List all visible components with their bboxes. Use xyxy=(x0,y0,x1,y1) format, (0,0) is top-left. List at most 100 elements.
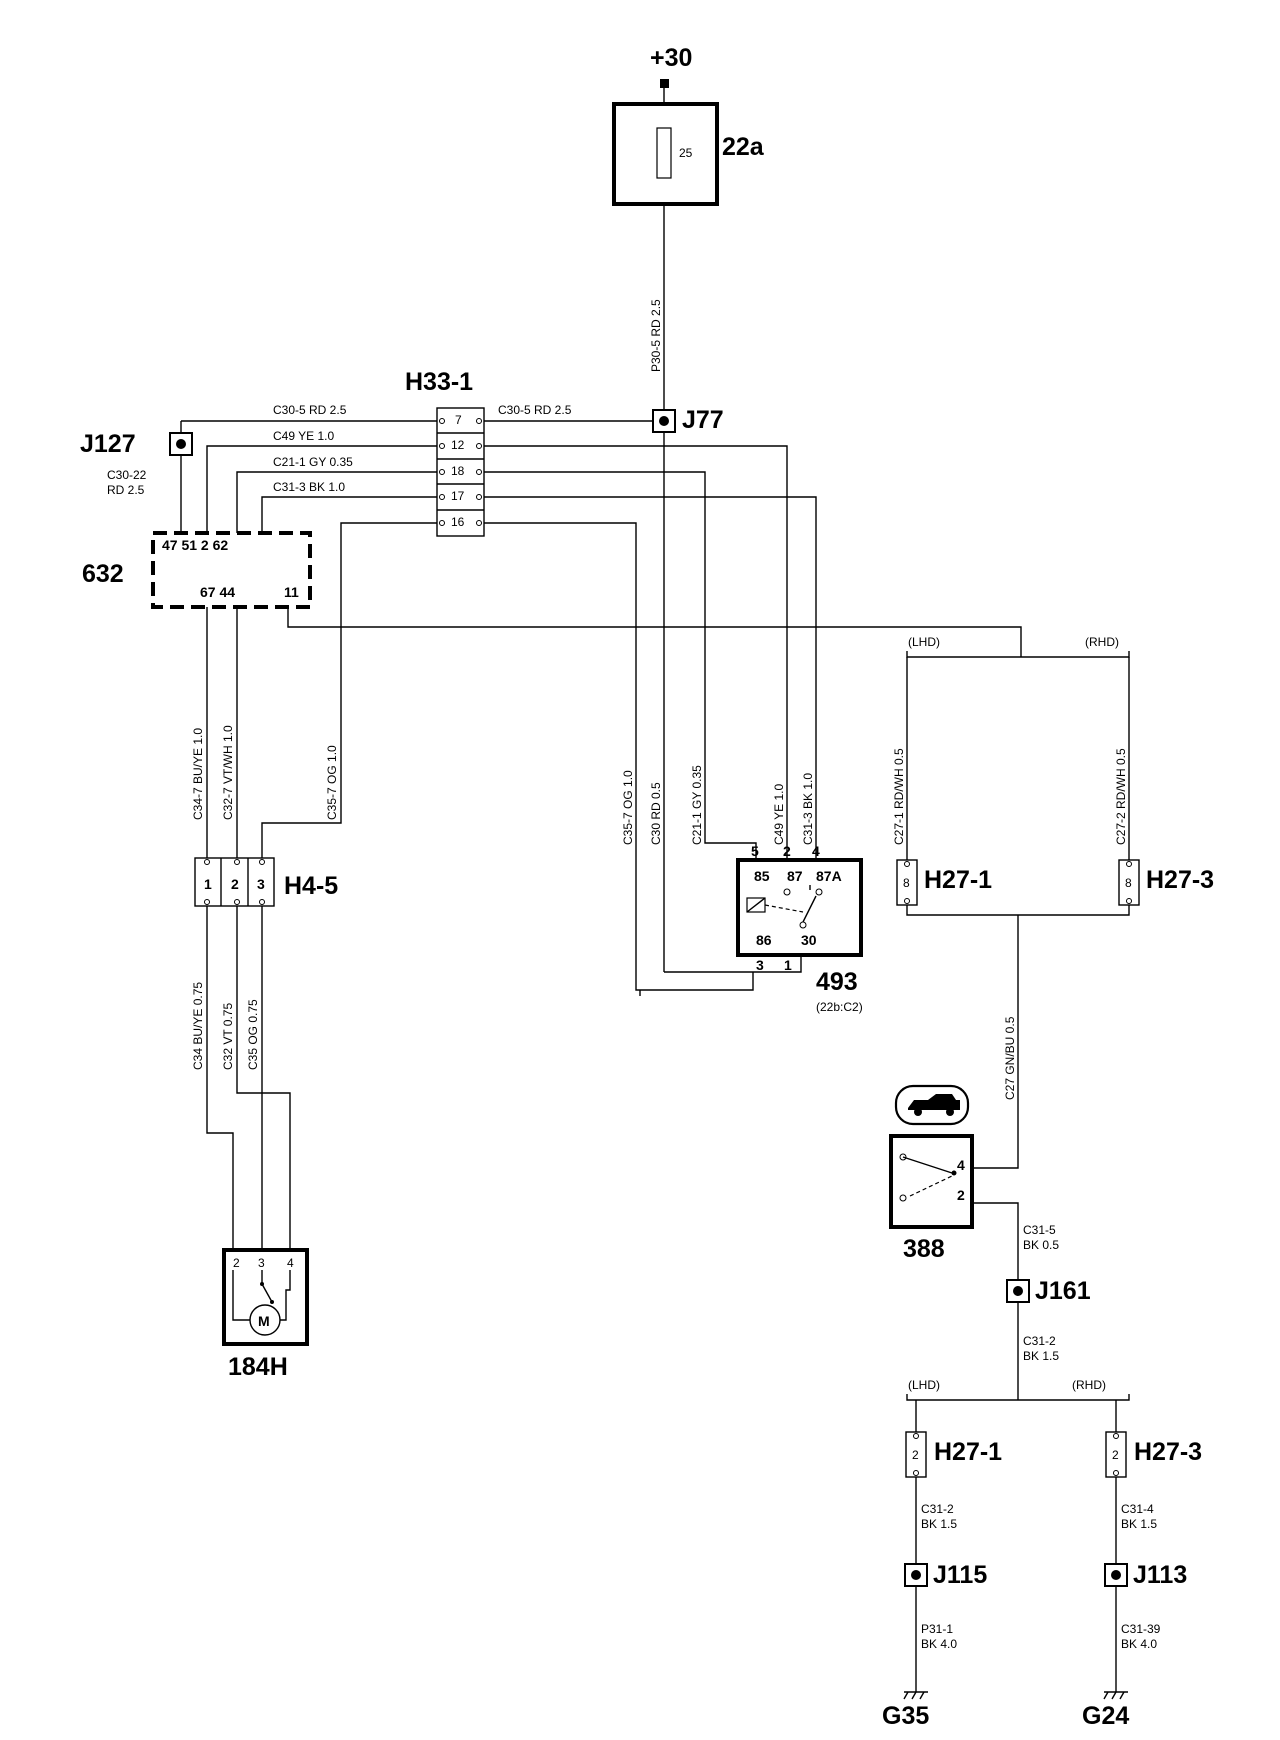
connector-h27-1-top: 8 H27-1 xyxy=(896,859,992,906)
fuse-icon xyxy=(656,127,672,179)
wire-c30-22-label: C30-22 xyxy=(107,468,147,482)
h33-pin: 18 xyxy=(451,464,465,478)
relay-int-pin: 87A xyxy=(816,868,842,884)
supply-label: +30 xyxy=(650,44,692,72)
ground-icon: G24 xyxy=(1082,1691,1129,1730)
module-632-label: 632 xyxy=(82,560,124,588)
m632-bottom-pins: 67 44 xyxy=(200,584,235,600)
h27-3-bottom-label: H27-3 xyxy=(1134,1438,1202,1466)
wire-c35-label: C35 OG 0.75 xyxy=(246,999,260,1070)
h33-pin: 17 xyxy=(451,489,465,503)
wire-c31-2-label: C31-2 xyxy=(1023,1334,1056,1348)
h4-5-pin: 2 xyxy=(231,876,239,892)
wire-c30-5-left-label: C30-5 RD 2.5 xyxy=(273,403,347,417)
h27-pin: 2 xyxy=(912,1448,919,1462)
relay-bot-ext: 3 xyxy=(756,957,764,973)
junction-j77: J77 xyxy=(652,406,724,434)
rhd-label-top: (RHD) xyxy=(1085,635,1119,649)
wire-c31-4-label: C31-4 xyxy=(1121,1502,1154,1516)
ground-icon: G35 xyxy=(882,1691,929,1730)
switch-pin: 2 xyxy=(957,1187,965,1203)
motor-pin: 3 xyxy=(258,1256,265,1270)
j161-label: J161 xyxy=(1035,1277,1091,1305)
wire-p30-5-label: P30-5 RD 2.5 xyxy=(649,299,663,372)
wire-c31-39-size: BK 4.0 xyxy=(1121,1637,1157,1651)
relay-493-label: 493 xyxy=(816,968,858,996)
car-symbol-icon xyxy=(894,1084,970,1126)
wire-c27-1-label: C27-1 RD/WH 0.5 xyxy=(892,748,906,845)
relay-bot-pin: 30 xyxy=(801,932,817,948)
junction-j161: J161 xyxy=(1006,1277,1091,1305)
wire-p31-1-size: BK 4.0 xyxy=(921,1637,957,1651)
h27-1-top-label: H27-1 xyxy=(924,866,992,894)
motor-pin: 2 xyxy=(233,1256,240,1270)
h33-pin: 16 xyxy=(451,515,465,529)
connector-h33-1: H33-1 7 12 18 17 16 xyxy=(405,368,485,537)
m632-pin-11: 11 xyxy=(284,584,299,600)
j77-label: J77 xyxy=(682,406,724,434)
relay-ref: (22b:C2) xyxy=(816,1000,863,1014)
wire-c27-label: C27 GN/BU 0.5 xyxy=(1003,1016,1017,1100)
wire-c31-4-size: BK 1.5 xyxy=(1121,1517,1157,1531)
junction-j127: J127 xyxy=(80,430,193,458)
wire-c31-3-label: C31-3 BK 1.0 xyxy=(273,480,345,494)
relay-ext-pin: 4 xyxy=(812,843,820,859)
motor-pin: 4 xyxy=(287,1256,294,1270)
wire-c31-2b-label: C31-2 xyxy=(921,1502,954,1516)
wire-c32-7-label: C32-7 VT/WH 1.0 xyxy=(221,725,235,820)
supply-plus30: +30 xyxy=(650,44,692,88)
connector-h27-1-bottom: 2 H27-1 xyxy=(905,1431,1002,1478)
h27-pin: 8 xyxy=(1125,876,1132,890)
wire-r-c31-3-label: C31-3 BK 1.0 xyxy=(801,773,815,845)
wire-c30-5-right-label: C30-5 RD 2.5 xyxy=(498,403,572,417)
junction-j113: J113 xyxy=(1104,1561,1187,1589)
wire-c27-2-label: C27-2 RD/WH 0.5 xyxy=(1114,748,1128,845)
j113-label: J113 xyxy=(1133,1561,1187,1589)
h33-pin: 7 xyxy=(455,413,462,427)
motor-symbol: M xyxy=(258,1313,270,1329)
fuse-box-22a: 25 22a xyxy=(612,88,765,206)
relay-int-pin: 85 xyxy=(754,868,770,884)
lhd-label-top: (LHD) xyxy=(908,635,940,649)
wire-p31-1-label: P31-1 xyxy=(921,1622,953,1636)
h33-1-label: H33-1 xyxy=(405,368,473,396)
m632-top-pins: 47 51 2 62 xyxy=(162,537,228,553)
relay-ext-pin: 2 xyxy=(783,843,791,859)
wire-r-c35-7-label: C35-7 OG 1.0 xyxy=(621,770,635,845)
g24-label: G24 xyxy=(1082,1702,1129,1730)
motor-icon xyxy=(249,1304,281,1336)
connector-h27-3-top: 8 H27-3 xyxy=(1118,859,1214,906)
wire-c31-5-label: C31-5 xyxy=(1023,1223,1056,1237)
rhd-label-bottom: (RHD) xyxy=(1072,1378,1106,1392)
switch-388-label: 388 xyxy=(903,1235,945,1263)
fuse-rating: 25 xyxy=(679,146,693,160)
switch-pin: 4 xyxy=(957,1157,965,1173)
wire-c21-label: C21-1 GY 0.35 xyxy=(273,455,353,469)
h27-pin: 8 xyxy=(903,876,910,890)
switch-388: 4 2 388 xyxy=(889,1134,974,1263)
wire-c31-2b-size: BK 1.5 xyxy=(921,1517,957,1531)
motor-184h-label: 184H xyxy=(228,1353,288,1381)
wire-c34-7-label: C34-7 BU/YE 1.0 xyxy=(191,728,205,820)
wire-c31-2-size: BK 1.5 xyxy=(1023,1349,1059,1363)
wire-r-c21-label: C21-1 GY 0.35 xyxy=(690,765,704,845)
module-632: 632 47 51 2 62 67 44 11 xyxy=(82,531,312,609)
h4-5-pin: 3 xyxy=(257,876,265,892)
junction-j115: J115 xyxy=(904,1561,987,1589)
wire-c49-label: C49 YE 1.0 xyxy=(273,429,334,443)
wire-c31-39-label: C31-39 xyxy=(1121,1622,1161,1636)
wire-r-c30-label: C30 RD 0.5 xyxy=(649,782,663,845)
h27-1-bottom-label: H27-1 xyxy=(934,1438,1002,1466)
motor-184h: 2 3 4 M 184H xyxy=(222,1248,309,1381)
relay-493: 5 2 4 85 87 87A 86 30 3 1 493 (22b:C2) xyxy=(736,843,863,1014)
h27-pin: 2 xyxy=(1112,1448,1119,1462)
h33-pin: 12 xyxy=(451,438,465,452)
wire-c30-22-size: RD 2.5 xyxy=(107,483,145,497)
connector-h27-3-bottom: 2 H27-3 xyxy=(1105,1431,1202,1478)
connector-h4-5: 1 2 3 H4-5 xyxy=(194,857,338,907)
wire-c35-7-label: C35-7 OG 1.0 xyxy=(325,745,339,820)
g35-label: G35 xyxy=(882,1702,929,1730)
h4-5-pin: 1 xyxy=(204,876,212,892)
relay-bot-ext: 1 xyxy=(784,957,792,973)
